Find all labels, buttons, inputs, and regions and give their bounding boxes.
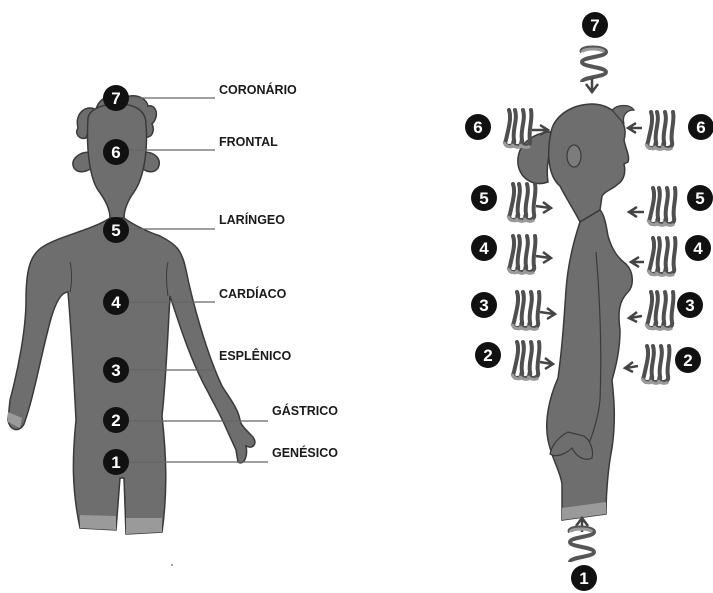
marker-number: 7 (111, 89, 120, 108)
marker-number: 5 (479, 189, 488, 208)
marker-number: 1 (111, 453, 120, 472)
side-ear (567, 145, 581, 167)
marker-number: 5 (111, 221, 120, 240)
side-vortex-left-2: 2 (475, 342, 553, 379)
side-vortex-right-5: 5 (629, 185, 713, 225)
label-gastrico: GÁSTRICO (272, 403, 338, 418)
marker-number: 5 (695, 189, 704, 208)
label-esplenico: ESPLÊNICO (219, 348, 292, 363)
side-vortex-right-6: 6 (628, 112, 713, 149)
marker-number: 4 (479, 239, 489, 258)
front-figure (8, 96, 255, 534)
marker-number: 6 (696, 118, 705, 137)
label-cardiaco: CARDÍACO (219, 286, 287, 301)
side-vortex-7: 7 (582, 12, 608, 92)
stray-dot (171, 564, 173, 566)
side-vortex-left-5: 5 (471, 184, 551, 221)
marker-number: 2 (111, 411, 120, 430)
side-body (547, 210, 633, 520)
marker-number: 3 (685, 296, 694, 315)
marker-number: 4 (111, 293, 121, 312)
side-vortex-right-4: 4 (631, 235, 711, 275)
label-frontal: FRONTAL (219, 135, 278, 149)
side-vortex-right-2: 2 (625, 346, 701, 383)
side-vortex-right-3: 3 (629, 292, 703, 329)
label-coronario: CORONÁRIO (219, 82, 297, 97)
front-body (8, 218, 255, 534)
label-genesico: GENÉSICO (272, 445, 338, 460)
side-figure (518, 104, 634, 520)
marker-number: 4 (693, 239, 703, 258)
side-vortex-1: 1 (570, 518, 597, 591)
label-laringeo: LARÍNGEO (219, 212, 285, 227)
marker-number: 2 (483, 346, 492, 365)
side-vortex-left-3: 3 (471, 292, 555, 329)
side-vortex-left-4: 4 (471, 235, 551, 273)
marker-number: 3 (111, 361, 120, 380)
marker-number: 7 (590, 16, 599, 35)
marker-number: 6 (111, 143, 120, 162)
marker-number: 3 (479, 296, 488, 315)
marker-number: 2 (683, 351, 692, 370)
marker-number: 6 (473, 118, 482, 137)
marker-number: 1 (579, 569, 588, 588)
side-head (549, 104, 629, 222)
